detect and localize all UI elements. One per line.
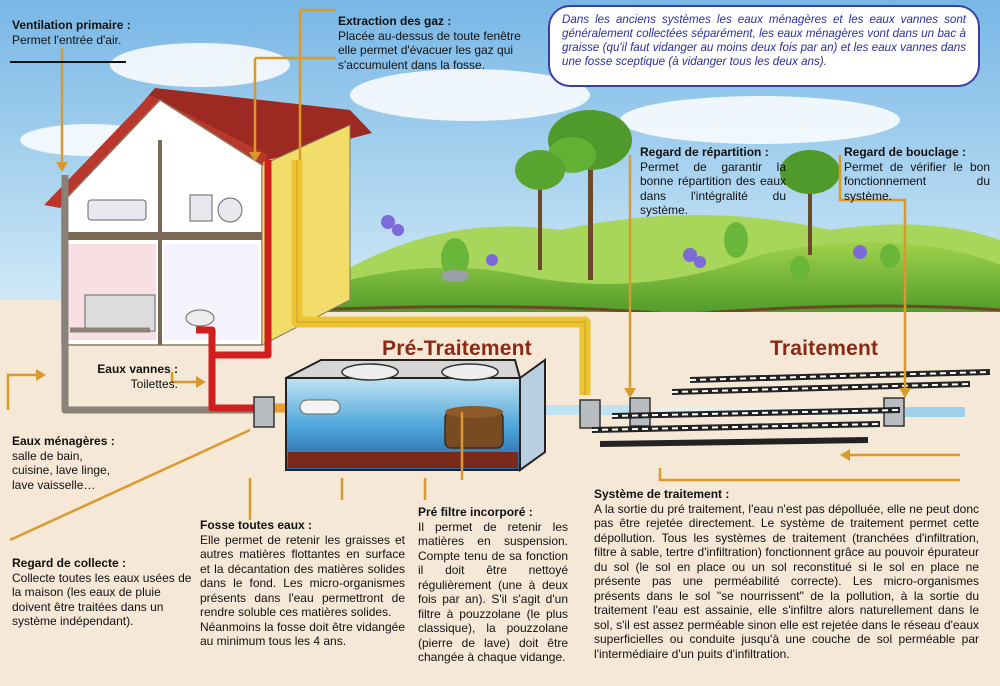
label-eaux-vannes: Eaux vannes : Toilettes. xyxy=(88,362,178,391)
label-prefiltre: Pré filtre incorporé : Il permet de rete… xyxy=(418,505,568,665)
label-fosse: Fosse toutes eaux : Elle permet de reten… xyxy=(200,518,405,649)
prefiltre-title: Pré filtre incorporé : xyxy=(418,505,533,519)
leader-lines xyxy=(6,8,960,542)
regard-repartition xyxy=(629,397,651,427)
fosse-text: Elle permet de retenir les graisses et a… xyxy=(200,532,405,620)
eaux-vannes-title: Eaux vannes : xyxy=(97,362,178,376)
extraction-line1: Placée au-dessus de toute fenêtre xyxy=(338,28,521,43)
note-text: Dans les anciens systèmes les eaux ménag… xyxy=(562,13,966,68)
label-regard-collecte: Regard de collecte : Collecte toutes les… xyxy=(12,556,197,629)
ground-left xyxy=(0,300,300,686)
regard-collecte xyxy=(253,396,275,428)
washing-machine xyxy=(217,197,243,223)
regards xyxy=(253,396,905,429)
eaux-menageres-line2: cuisine, lave linge, xyxy=(12,463,111,477)
gray-pipe xyxy=(61,175,255,414)
regard-collecte-line4: système indépendant). xyxy=(12,614,134,628)
eaux-menageres-title: Eaux ménagères : xyxy=(12,434,115,448)
historical-note: Dans les anciens systèmes les eaux ménag… xyxy=(548,5,980,87)
rock xyxy=(441,270,469,282)
extraction-line3: s'accumulent dans la fosse. xyxy=(338,57,486,72)
label-bouclage: Regard de bouclage : Permet de vérifier … xyxy=(844,145,990,203)
clouds xyxy=(20,43,900,156)
bathtub xyxy=(87,199,147,221)
regard-collecte-line3: doivent être traitées dans un xyxy=(12,599,164,614)
flowers xyxy=(381,215,867,268)
ventilation-text: Permet l'entrée d'air. xyxy=(12,32,122,47)
fosse-title: Fosse toutes eaux : xyxy=(200,518,313,532)
systeme-text: A la sortie du pré traitement, l'eau n'e… xyxy=(594,501,979,661)
extraction-title: Extraction des gaz : xyxy=(338,14,452,28)
septic-tank xyxy=(285,358,546,472)
bouclage-title: Regard de bouclage : xyxy=(844,145,967,159)
bouclage-text: Permet de vérifier le bon fonctionnement… xyxy=(844,159,990,203)
float-cylinder xyxy=(299,399,341,415)
extraction-line2: elle permet d'évacuer les gaz qui xyxy=(338,43,514,57)
section-title-traitement: Traitement xyxy=(770,337,879,360)
ventilation-underline xyxy=(10,61,126,63)
regard-collecte-title: Regard de collecte : xyxy=(12,556,127,570)
toilet xyxy=(185,309,215,327)
trees xyxy=(515,110,840,280)
label-extraction: Extraction des gaz : Placée au-dessus de… xyxy=(338,14,538,72)
repartition-text: Permet de garantir la bonne répartition … xyxy=(640,159,786,218)
label-eaux-menageres: Eaux ménagères : salle de bain, cuisine,… xyxy=(12,434,142,492)
label-repartition: Regard de répartition : Permet de garant… xyxy=(640,145,786,218)
regard-sortie xyxy=(579,399,601,429)
prefiltre-text: Il permet de retenir les matières en sus… xyxy=(418,519,568,665)
eaux-menageres-line1: salle de bain, xyxy=(12,448,83,463)
label-ventilation: Ventilation primaire : Permet l'entrée d… xyxy=(12,18,142,47)
section-title-pre-traitement: Pré-Traitement xyxy=(382,337,532,360)
regard-collecte-line2: la maison (les eaux de pluie xyxy=(12,585,161,599)
trench-pipes xyxy=(591,371,991,431)
systeme-title: Système de traitement : xyxy=(594,487,730,501)
bushes xyxy=(441,222,900,280)
eaux-menageres-line3: lave vaisselle… xyxy=(12,477,96,492)
fosse-text2: Néanmoins la fosse doit être vidangée au… xyxy=(200,619,405,649)
repartition-title: Regard de répartition : xyxy=(640,145,769,159)
label-systeme: Système de traitement : A la sortie du p… xyxy=(594,487,979,661)
eaux-vannes-text: Toilettes. xyxy=(130,376,178,391)
ventilation-title: Ventilation primaire : xyxy=(12,18,131,32)
kitchen-counter xyxy=(84,294,156,332)
regard-collecte-line1: Collecte toutes les eaux usées de xyxy=(12,570,192,585)
green-hill xyxy=(260,242,1000,315)
sink xyxy=(189,194,213,222)
